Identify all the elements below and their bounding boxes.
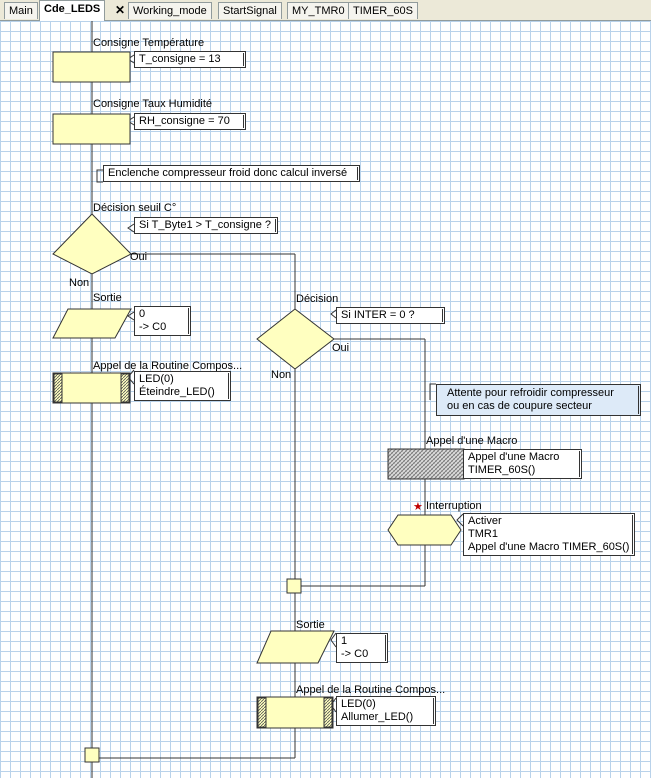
call-1-details: LED(0) Éteindre_LED() [134, 371, 231, 401]
decision-diamond-inter[interactable] [256, 308, 335, 370]
interrupt-details: Activer TMR1 Appel d'une Macro TIMER_60S… [463, 513, 635, 556]
calc-rh-title: Consigne Taux Humidité [93, 98, 213, 110]
call-2-title: Appel de la Routine Compos... [296, 684, 446, 696]
tab-my-tmr0[interactable]: MY_TMR0 [287, 2, 350, 19]
decision-1-yes-label: Oui [130, 251, 148, 263]
macro-title: Appel d'une Macro [426, 435, 518, 447]
close-tab-icon[interactable]: ✕ [115, 3, 126, 17]
macro-line-2: TIMER_60S() [468, 464, 536, 476]
flowchart-shapes [52, 21, 465, 778]
call-2-param: LED(0) [341, 698, 376, 710]
decision-2-yes-label: Oui [332, 342, 350, 354]
decision-1-no-label: Non [69, 277, 90, 289]
tab-startsignal[interactable]: StartSignal [218, 2, 282, 19]
calc-temp-expression: T_consigne = 13 [134, 51, 246, 68]
call-block-1-left-bar [53, 373, 63, 403]
tab-label: StartSignal [223, 5, 277, 17]
macro-details: Appel d'une Macro TIMER_60S() [463, 449, 582, 479]
call-2-details: LED(0) Allumer_LED() [336, 696, 436, 726]
decision-1-title: Décision seuil C° [93, 202, 177, 214]
tab-main[interactable]: Main [4, 2, 38, 19]
comment-attente-line-2: ou en cas de coupure secteur [447, 400, 592, 412]
call-block-1[interactable] [52, 372, 131, 404]
call-block-2-right-bar [323, 697, 333, 728]
output-1-title: Sortie [93, 292, 122, 304]
output-block-1[interactable] [52, 308, 132, 339]
comment-attente[interactable]: Attente pour refroidir compresseur ou en… [436, 384, 641, 416]
macro-block[interactable] [387, 448, 465, 480]
output-2-value: 1 [341, 635, 348, 647]
call-block-1-right-bar [120, 373, 130, 403]
flowchart-canvas[interactable]: Consigne Température T_consigne = 13 Con… [0, 21, 651, 778]
tab-bar: Main Cde_LEDS ✕ Working_mode StartSignal… [0, 0, 651, 21]
call-1-param: LED(0) [139, 373, 174, 385]
output-2-port: -> C0 [341, 648, 369, 660]
calc-temp-title: Consigne Température [93, 37, 205, 49]
output-2-details: 1 -> C0 [336, 633, 388, 663]
tab-label: TIMER_60S [353, 5, 413, 17]
tab-cde-leds[interactable]: Cde_LEDS [39, 0, 106, 21]
tab-label: Main [9, 5, 33, 17]
tab-label: Cde_LEDS [44, 3, 101, 15]
decision-2-expression: Si INTER = 0 ? [336, 307, 445, 324]
interrupt-title: Interruption [426, 500, 482, 512]
output-1-port: -> C0 [139, 321, 167, 333]
decision-1-expression: Si T_Byte1 > T_consigne ? [134, 217, 278, 234]
calc-rh-expression: RH_consigne = 70 [134, 113, 246, 130]
call-block-2-left-bar [257, 697, 267, 728]
output-1-details: 0 -> C0 [134, 306, 191, 336]
interrupt-star-icon: ★ [413, 501, 423, 513]
interrupt-line-3: Appel d'une Macro TIMER_60S() [468, 541, 630, 553]
tab-label: MY_TMR0 [292, 5, 345, 17]
interrupt-line-1: Activer [468, 515, 502, 527]
comment-attente-line-1: Attente pour refroidir compresseur [447, 387, 614, 399]
merge-point-1[interactable] [286, 578, 302, 594]
decision-diamond-seuil[interactable] [52, 213, 132, 275]
output-2-title: Sortie [296, 619, 325, 631]
interrupt-line-2: TMR1 [468, 528, 498, 540]
tab-working-mode[interactable]: Working_mode [128, 2, 212, 19]
output-1-value: 0 [139, 308, 146, 320]
tab-timer-60s[interactable]: TIMER_60S [348, 2, 418, 19]
decision-2-no-label: Non [271, 369, 292, 381]
calc-block-humidity[interactable] [52, 113, 131, 145]
comment-compresseur[interactable]: Enclenche compresseur froid donc calcul … [103, 165, 360, 182]
call-1-routine: Éteindre_LED() [139, 386, 215, 398]
output-block-2[interactable] [256, 630, 335, 664]
call-1-title: Appel de la Routine Compos... [93, 360, 243, 372]
calc-block-temperature[interactable] [52, 51, 131, 83]
interrupt-block[interactable] [387, 514, 462, 546]
call-block-2[interactable] [256, 696, 334, 729]
tab-label: Working_mode [133, 5, 207, 17]
decision-2-title: Décision [296, 293, 339, 305]
merge-point-2[interactable] [84, 747, 100, 763]
macro-line-1: Appel d'une Macro [468, 451, 560, 463]
call-2-routine: Allumer_LED() [341, 711, 414, 723]
